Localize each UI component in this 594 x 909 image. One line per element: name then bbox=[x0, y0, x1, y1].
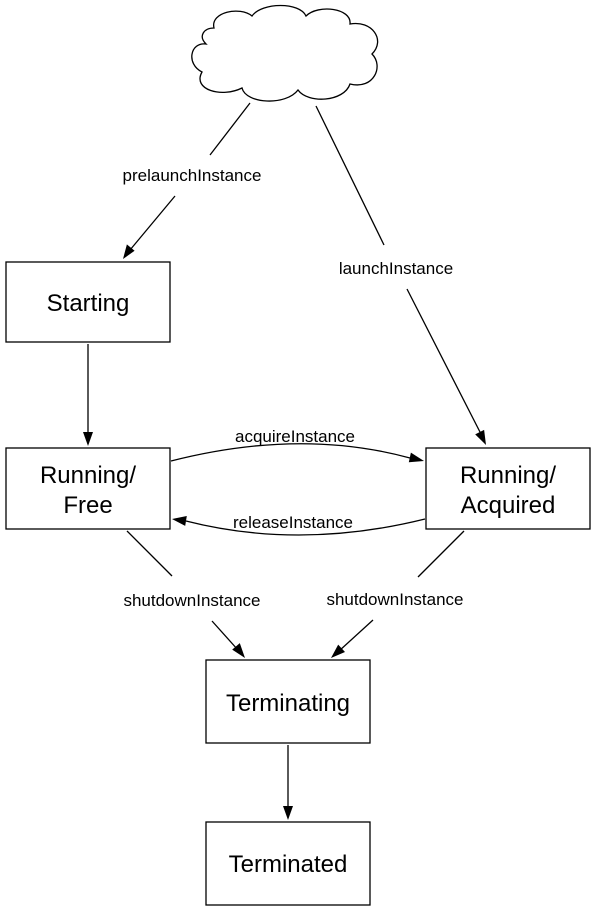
state-running-acquired-box bbox=[425, 447, 591, 530]
edge-launch-upper bbox=[315, 105, 385, 246]
state-starting-label: Starting bbox=[47, 290, 130, 317]
edge-shutdown-right-upper bbox=[417, 530, 465, 578]
arrowhead-launch bbox=[475, 429, 486, 445]
state-terminating-box bbox=[205, 659, 371, 744]
state-running-free-label-line1: Running/ bbox=[40, 462, 136, 489]
state-starting-box bbox=[5, 261, 171, 343]
edge-shutdown-right-lower bbox=[338, 619, 374, 652]
edge-acquire bbox=[170, 443, 411, 462]
edge-label-acquire: acquireInstance bbox=[235, 427, 355, 446]
state-terminating-label: Terminating bbox=[226, 690, 350, 717]
state-running-acquired-label-line2: Acquired bbox=[461, 492, 556, 519]
arrowhead-prelaunch bbox=[123, 244, 135, 259]
edge-shutdown-left-upper bbox=[126, 530, 173, 577]
edge-label-release: releaseInstance bbox=[233, 513, 353, 532]
state-running-free-label-line2: Free bbox=[63, 492, 112, 519]
arrowhead-shutdown-left bbox=[232, 643, 245, 658]
edge-prelaunch-lower bbox=[129, 195, 176, 251]
edge-launch-lower bbox=[406, 288, 482, 435]
edge-prelaunch-upper bbox=[209, 102, 251, 156]
edge-label-launch: launchInstance bbox=[339, 259, 453, 278]
state-running-free-box bbox=[5, 447, 171, 530]
arrowhead-acquire bbox=[408, 452, 424, 463]
state-terminated-label: Terminated bbox=[229, 851, 348, 878]
edge-label-prelaunch: prelaunchInstance bbox=[123, 166, 262, 185]
state-terminated-box bbox=[205, 821, 371, 906]
arrowhead-release bbox=[172, 516, 187, 526]
edge-label-shutdown-left: shutdownInstance bbox=[123, 591, 260, 610]
edge-label-shutdown-right: shutdownInstance bbox=[326, 590, 463, 609]
arrowhead-starting-to-free bbox=[83, 432, 93, 446]
edge-shutdown-left-lower bbox=[211, 620, 239, 651]
state-running-acquired-label-line1: Running/ bbox=[460, 462, 556, 489]
arrowhead-terminating-to-terminated bbox=[283, 806, 293, 820]
edge-release bbox=[185, 518, 426, 536]
cloud-icon bbox=[191, 4, 379, 102]
arrowhead-shutdown-right bbox=[331, 644, 345, 658]
